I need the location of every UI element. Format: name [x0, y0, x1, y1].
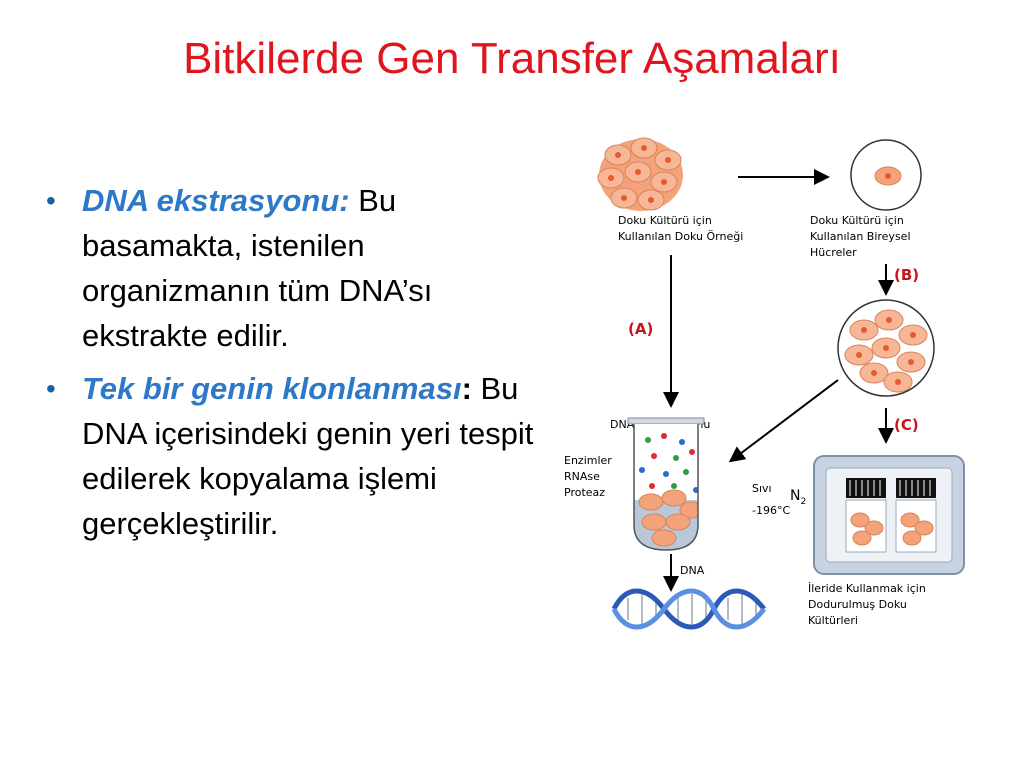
bullet-term: Tek bir genin klonlanması — [82, 371, 462, 406]
reagent-enzymes: Enzimler — [564, 454, 612, 467]
tissue-sample-label-line-2: Kullanılan Doku Örneği — [618, 230, 743, 243]
bullet-gene-cloning: • Tek bir genin klonlanması: Bu DNA içer… — [40, 366, 540, 546]
dna-helix-icon — [611, 588, 766, 630]
bullet-term: DNA ekstrasyonu: — [82, 183, 350, 218]
frozen-label-line-1: İleride Kullanmak için — [808, 582, 926, 595]
reagent-protease: Proteaz — [564, 486, 605, 499]
step-b-label: (B) — [894, 266, 919, 284]
single-cells-label-line-1: Doku Kültürü için — [810, 214, 904, 227]
bullet-list: • DNA ekstrasyonu: Bu basamakta, istenil… — [40, 178, 540, 554]
single-cell-icon — [850, 139, 922, 211]
cell-colony-icon — [837, 299, 935, 397]
reagent-rnase: RNAse — [564, 470, 600, 483]
frozen-label-line-3: Kültürleri — [808, 614, 858, 627]
frozen-label-line-2: Dodurulmuş Doku — [808, 598, 907, 611]
liquid-label: Sıvı — [752, 482, 772, 495]
gene-transfer-diagram: Doku Kültürü için Kullanılan Doku Örneği… — [564, 137, 965, 630]
tissue-sample-label-line-1: Doku Kültürü için — [618, 214, 712, 227]
bullet-icon: • — [46, 373, 56, 404]
step-a-label: (A) — [628, 320, 653, 338]
arrow-colony-to-extraction — [728, 379, 839, 463]
nitrogen-subscript: 2 — [800, 497, 806, 507]
nitrogen-label: N2 — [790, 488, 806, 507]
bullet-dna-extraction: • DNA ekstrasyonu: Bu basamakta, istenil… — [40, 178, 540, 358]
single-cells-label-line-2: Kullanılan Bireysel — [810, 230, 911, 243]
tissue-sample-icon — [597, 137, 683, 211]
single-cells-label-line-3: Hücreler — [810, 246, 857, 259]
step-c-label: (C) — [894, 416, 919, 434]
page-title: Bitkilerde Gen Transfer Aşamaları — [183, 34, 841, 83]
bullet-icon: • — [46, 185, 56, 216]
bullet-text: Bu basamakta, istenilen organizmanın tüm… — [82, 183, 433, 353]
bullet-text: Bu DNA içerisindeki genin yeri tespit ed… — [82, 371, 534, 541]
temperature-label: -196°C — [752, 504, 790, 517]
bullet-colon: : — [461, 371, 472, 406]
cryo-container-icon — [813, 455, 965, 575]
extraction-tube-icon — [627, 417, 705, 551]
nitrogen-symbol: N — [790, 488, 800, 504]
dna-label: DNA — [680, 564, 705, 577]
